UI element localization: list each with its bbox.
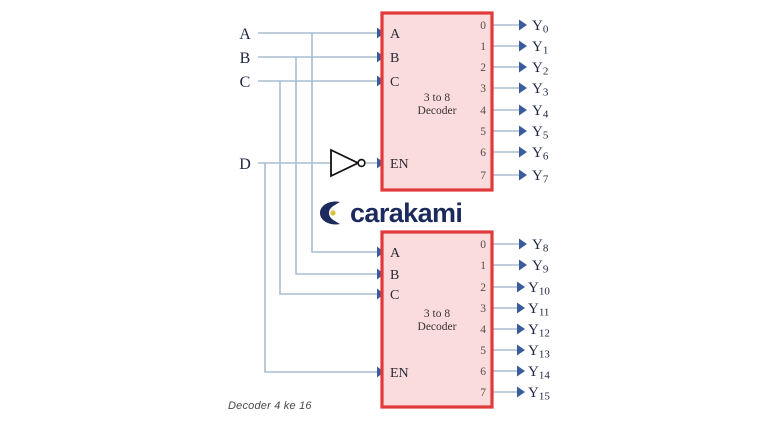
- wire-group-branch-drops: [264, 33, 377, 373]
- watermark-text: carakami: [350, 197, 463, 228]
- decoder-top-outnum-6: 6: [480, 147, 486, 159]
- c-logo-icon: [316, 199, 342, 227]
- decoder-bottom-outnum-1: 1: [480, 260, 486, 272]
- output-label-y12: Y12: [528, 322, 550, 340]
- decoder-bottom-input-en: EN: [390, 366, 409, 381]
- decoder-bottom-input-b: B: [390, 268, 399, 283]
- output-label-y4: Y4: [532, 103, 549, 121]
- not-gate[interactable]: [330, 148, 366, 178]
- wire-d-branch-en-bottom: [264, 163, 377, 373]
- decoder-bottom-outnum-0: 0: [480, 239, 486, 251]
- decoder-top-outnum-3: 3: [480, 83, 486, 95]
- decoder-bottom-outnum-5: 5: [480, 345, 486, 357]
- decoder-top-input-b: B: [390, 51, 399, 66]
- decoder-top-input-en: EN: [390, 157, 409, 172]
- decoder-bottom-rect: [380, 230, 494, 409]
- decoder-top-title-line1: 3 to 8: [424, 92, 450, 104]
- wire-group-source-trunks: [258, 32, 377, 164]
- decoder-top-outnum-2: 2: [480, 62, 486, 74]
- source-labels: A B C D: [239, 26, 251, 173]
- decoder-top-input-c: C: [390, 75, 399, 90]
- output-label-y7: Y7: [532, 168, 549, 186]
- source-label-c: C: [240, 74, 251, 91]
- output-label-y5: Y5: [532, 124, 549, 142]
- wire-group-outputs-bottom: [492, 238, 527, 398]
- decoder-top-outnum-7: 7: [480, 170, 486, 182]
- decoder-bottom-input-a: A: [390, 246, 401, 261]
- decoder-top-outnum-5: 5: [480, 126, 486, 138]
- decoder-top-box[interactable]: 3 to 8 Decoder A B C EN 0 1 2 3 4 5 6 7: [380, 11, 494, 192]
- decoder-bottom-title-line1: 3 to 8: [424, 308, 450, 320]
- source-label-d: D: [239, 156, 251, 173]
- output-label-y15: Y15: [528, 385, 550, 403]
- output-label-y3: Y3: [532, 81, 549, 99]
- watermark: carakami: [316, 196, 463, 230]
- decoder-bottom-box[interactable]: 3 to 8 Decoder A B C EN 0 1 2 3 4 5 6 7: [380, 230, 494, 409]
- output-label-y10: Y10: [528, 280, 550, 298]
- decoder-top-outnum-0: 0: [480, 20, 486, 32]
- decoder-bottom-title-line2: Decoder: [418, 321, 457, 333]
- not-gate-bubble: [357, 158, 366, 168]
- output-label-y1: Y1: [532, 39, 548, 57]
- figure-caption: Decoder 4 ke 16: [228, 400, 312, 412]
- decoder-top-input-a: A: [390, 27, 401, 42]
- output-label-y6: Y6: [532, 145, 549, 163]
- source-label-a: A: [239, 26, 251, 43]
- output-label-y11: Y11: [528, 301, 549, 319]
- decoder-top-rect: [380, 11, 494, 192]
- output-label-y9: Y9: [532, 258, 549, 276]
- output-labels-top: Y0 Y1 Y2 Y3 Y4 Y5 Y6 Y7: [532, 18, 549, 186]
- decoder-bottom-outnum-2: 2: [480, 282, 486, 294]
- output-label-y14: Y14: [528, 364, 550, 382]
- output-label-y8: Y8: [532, 237, 549, 255]
- wire-group-outputs-top: [492, 19, 527, 181]
- decoder-bottom-input-c: C: [390, 288, 399, 303]
- wire-c-branch-bottom: [279, 81, 377, 295]
- decoder-top-outnum-4: 4: [480, 105, 486, 117]
- wire-b-branch-bottom: [295, 57, 377, 275]
- decoder-bottom-outnum-3: 3: [480, 303, 486, 315]
- source-label-b: B: [240, 50, 251, 67]
- wire-a-branch-bottom: [311, 33, 377, 253]
- decoder-bottom-outnum-7: 7: [480, 387, 486, 399]
- decoder-bottom-outnum-4: 4: [480, 324, 486, 336]
- decoder-bottom-outnum-6: 6: [480, 366, 486, 378]
- not-gate-triangle: [330, 148, 361, 178]
- output-label-y2: Y2: [532, 60, 548, 78]
- output-label-y13: Y13: [528, 343, 550, 361]
- output-label-y0: Y0: [532, 18, 549, 36]
- decoder-top-title-line2: Decoder: [418, 105, 457, 117]
- output-labels-bottom: Y8 Y9 Y10 Y11 Y12 Y13 Y14 Y15: [528, 237, 550, 403]
- decoder-top-outnum-1: 1: [480, 41, 486, 53]
